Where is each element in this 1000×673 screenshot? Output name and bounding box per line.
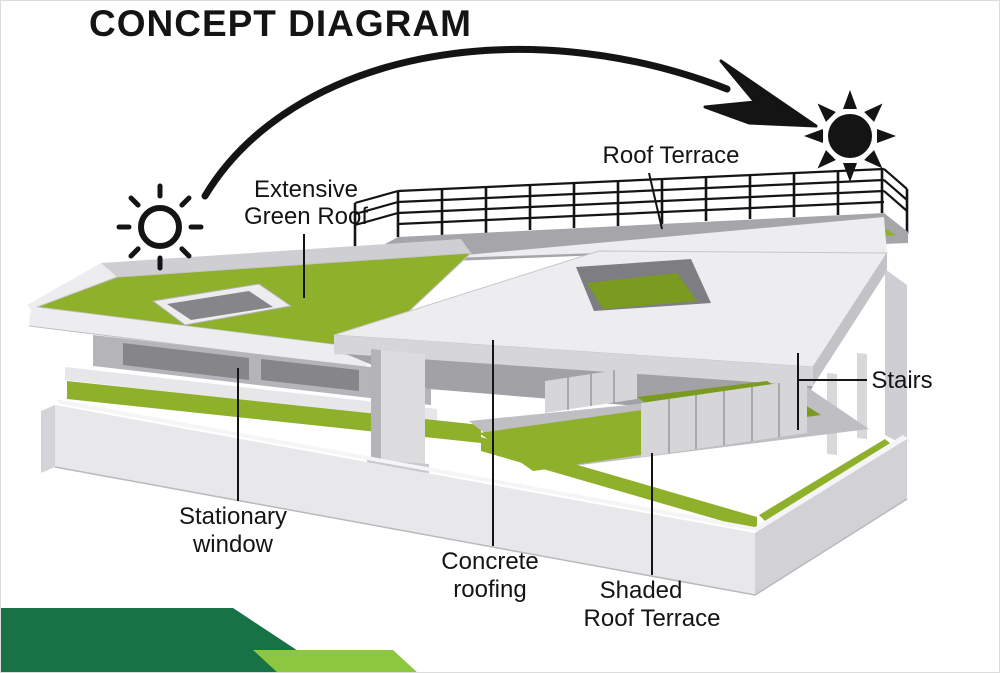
sun-filled-icon — [804, 90, 896, 182]
roof-terrace-pointer — [648, 172, 663, 230]
window-opening-2 — [261, 359, 359, 391]
page-title: CONCEPT DIAGRAM — [89, 3, 472, 44]
roof-terrace-railing — [353, 167, 909, 247]
stationary-window-label-line1: Stationary — [179, 503, 287, 530]
concrete-roof-front-edge — [334, 335, 813, 386]
stationary-window-opening — [123, 343, 249, 380]
dark-green-accent-band — [1, 608, 330, 672]
base-front-wall — [55, 405, 755, 595]
roof-terrace-floor — [361, 213, 908, 263]
sun-path-arrow-icon — [201, 45, 818, 200]
right-end-wall — [827, 269, 907, 455]
concrete-roofing-label-line2: roofing — [453, 576, 526, 603]
extensive-green-roof-label-line2: Green Roof — [244, 203, 368, 230]
concrete-roof — [333, 250, 888, 386]
concrete-roofing-label-line1: Concrete — [441, 548, 538, 575]
roof-terrace-label: Roof Terrace — [603, 142, 740, 169]
middle-stairs — [545, 367, 637, 413]
shaded-roof-terrace-label-line1: Shaded — [600, 577, 683, 604]
stairs — [641, 379, 807, 457]
base-right-wall — [755, 439, 907, 595]
light-green-accent-band — [253, 650, 417, 672]
green-roof-back-parapet — [101, 239, 471, 277]
stairs-pointer — [797, 353, 867, 430]
sun-outline-icon — [116, 183, 204, 271]
diagram-labels: Roof Terrace Extensive Green Roof Stairs… — [179, 142, 933, 632]
support-column — [367, 349, 429, 473]
stairs-label: Stairs — [871, 367, 932, 394]
stationary-window-label-line2: window — [192, 531, 274, 558]
concrete-roof-right-edge — [813, 253, 887, 386]
extensive-green-roof-label-line1: Extensive — [254, 176, 358, 203]
base-parapet — [41, 399, 911, 596]
shaded-roof-terrace-label-line2: Roof Terrace — [584, 605, 721, 632]
green-roof-fascia — [29, 307, 369, 368]
label-pointer-lines — [237, 172, 867, 575]
